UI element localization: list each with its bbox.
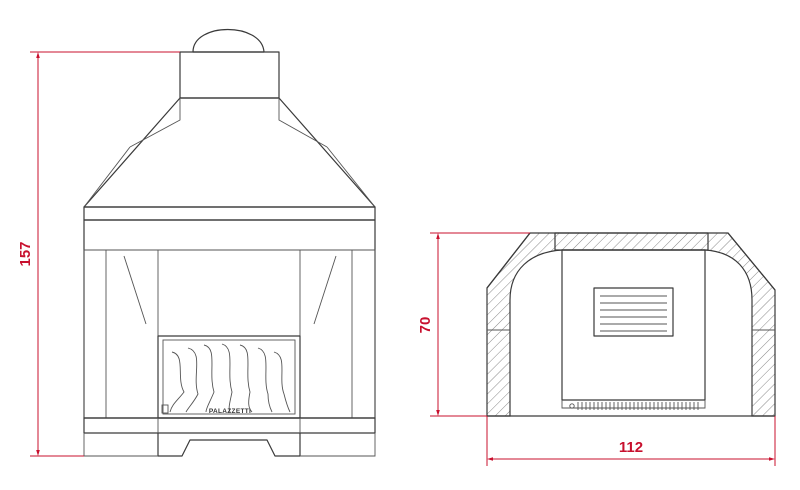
brand-plate: PALAZZETTI [209, 408, 251, 415]
plan-firebox [561, 249, 706, 401]
dimension-depth: 70 [417, 232, 530, 417]
width-dimension-label: 112 [619, 439, 643, 456]
dimension-height: 157 [17, 51, 180, 457]
chimney-collar [179, 51, 280, 99]
plan-shell-hatch [486, 232, 776, 417]
fireplace-base [83, 417, 376, 434]
dimension-width: 112 [486, 416, 776, 466]
plan-front-grid [569, 402, 699, 410]
plan-view [486, 232, 776, 417]
height-dimension-label: 157 [17, 241, 34, 266]
vent-grille [593, 287, 674, 337]
front-view: PALAZZETTI [83, 28, 376, 457]
firebox [157, 335, 301, 419]
fire-grate [169, 343, 291, 413]
chimney-dome [192, 28, 265, 53]
depth-dimension-label: 70 [417, 317, 434, 334]
